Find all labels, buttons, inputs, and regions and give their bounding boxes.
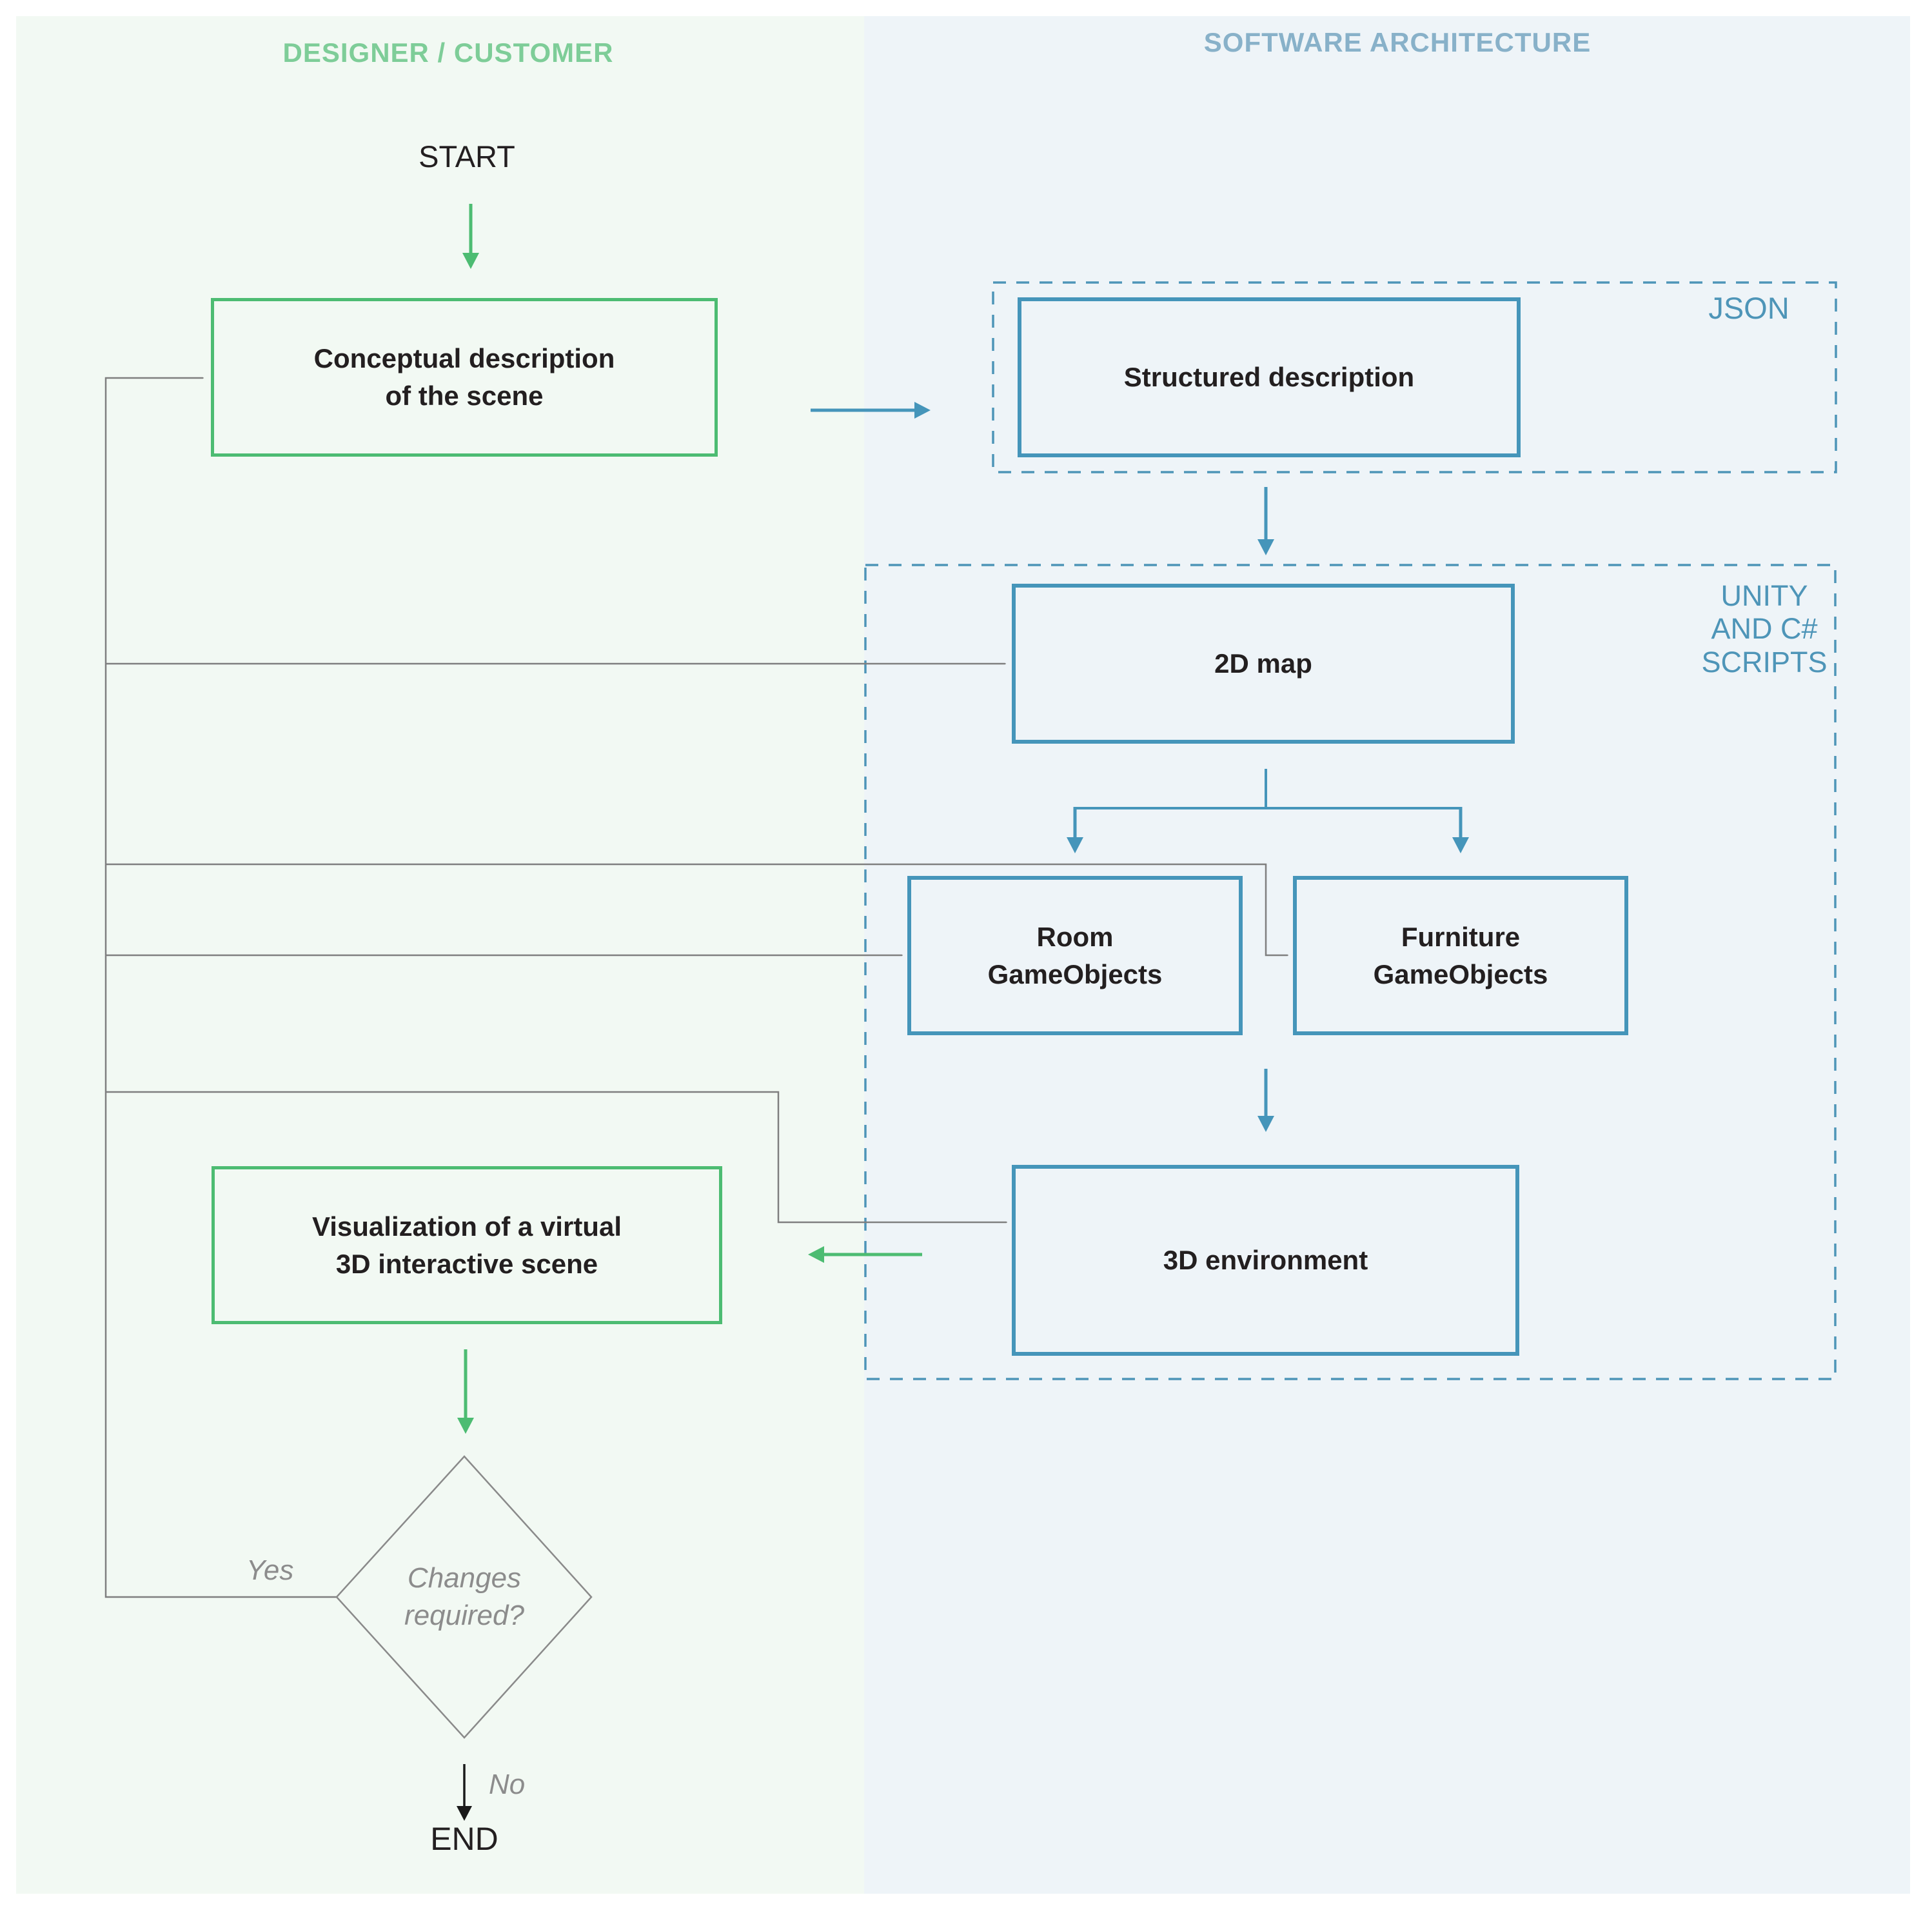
room-gameobjects-label: Room GameObjects	[988, 918, 1163, 993]
unity-group-frame	[864, 564, 1837, 1380]
furniture-gameobjects-line2: GameObjects	[1373, 958, 1548, 989]
start-terminal: START	[419, 139, 515, 174]
furniture-gameobjects-line1: Furniture	[1401, 921, 1521, 952]
decision-diamond-label: Changes required?	[335, 1533, 593, 1662]
conceptual-description-box: Conceptual description of the scene	[211, 298, 718, 457]
room-gameobjects-box: Room GameObjects	[907, 876, 1243, 1035]
end-terminal: END	[430, 1821, 498, 1857]
conceptual-description-line1: Conceptual description	[313, 343, 615, 374]
conceptual-description-label: Conceptual description of the scene	[314, 340, 615, 415]
furniture-gameobjects-box: Furniture GameObjects	[1293, 876, 1628, 1035]
3d-environment-label: 3D environment	[1163, 1245, 1368, 1276]
decision-yes-label: Yes	[246, 1554, 294, 1586]
unity-group-label-line1: UNITY	[1720, 579, 1808, 612]
visualization-label: Visualization of a virtual 3D interactiv…	[312, 1208, 622, 1283]
decision-line2: required?	[404, 1600, 524, 1631]
structured-description-label: Structured description	[1123, 362, 1415, 393]
decision-line1: Changes	[407, 1562, 522, 1594]
3d-environment-box: 3D environment	[1012, 1165, 1519, 1356]
furniture-gameobjects-label: Furniture GameObjects	[1374, 918, 1548, 993]
software-architecture-lane	[864, 16, 1910, 1894]
designer-lane-title: DESIGNER / CUSTOMER	[282, 37, 614, 68]
unity-group-label-line3: SCRIPTS	[1701, 645, 1828, 679]
unity-group-label-line2: AND C#	[1711, 612, 1818, 646]
connector-feedback-to-3d-environment	[106, 1091, 1006, 1222]
unity-group-label: UNITY AND C# SCRIPTS	[1668, 579, 1861, 679]
connector-yes-feedback-to-conceptual	[104, 378, 337, 1598]
structured-description-box: Structured description	[1018, 297, 1521, 457]
decision-diamond-shape	[335, 1455, 593, 1739]
decision-no-label: No	[489, 1769, 526, 1800]
connector-feedback-to-furniture-gameobjects	[106, 863, 1287, 955]
software-lane-title: SOFTWARE ARCHITECTURE	[1203, 27, 1592, 57]
2d-map-box: 2D map	[1012, 584, 1515, 744]
room-gameobjects-line1: Room	[1036, 921, 1114, 952]
visualization-box: Visualization of a virtual 3D interactiv…	[212, 1166, 722, 1324]
room-gameobjects-line2: GameObjects	[987, 958, 1163, 989]
json-group-frame	[992, 281, 1837, 473]
conceptual-description-line2: of the scene	[385, 381, 544, 411]
json-group-label: JSON	[1708, 291, 1789, 325]
visualization-line1: Visualization of a virtual	[311, 1211, 622, 1242]
2d-map-label: 2D map	[1214, 648, 1312, 679]
visualization-line2: 3D interactive scene	[335, 1248, 598, 1279]
